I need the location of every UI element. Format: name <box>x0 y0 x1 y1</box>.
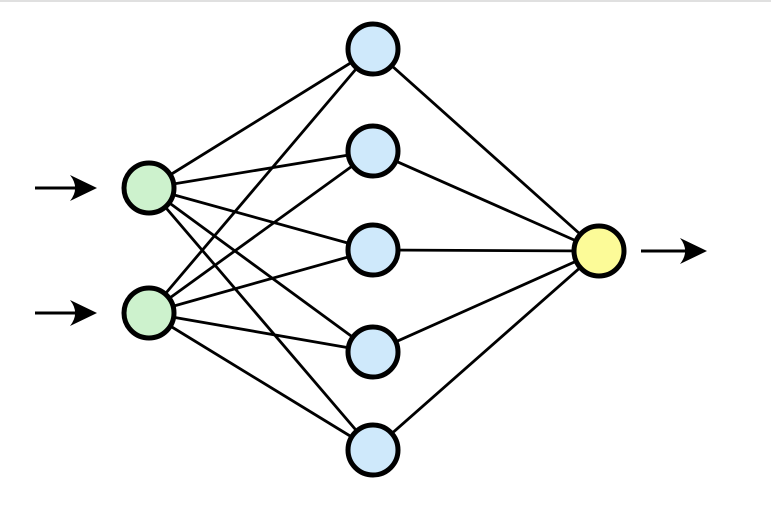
edge-in1-h3 <box>148 186 374 252</box>
output-arrow-head-icon <box>680 238 707 264</box>
hidden-layer-node-h4 <box>345 324 401 380</box>
edge-in1-h4 <box>148 186 374 354</box>
edge-in2-h3 <box>148 248 374 315</box>
edge-in1-h2 <box>148 149 374 190</box>
output-arrow <box>641 238 707 264</box>
input-arrow-2-head-icon <box>70 300 97 326</box>
hidden-layer-node-h2 <box>345 123 401 179</box>
edge-in2-h1 <box>147 48 375 314</box>
edge-in2-h5 <box>148 311 374 452</box>
hidden-layer-node-h3 <box>345 222 401 278</box>
window-top-border <box>0 0 771 2</box>
input-arrow-1 <box>35 175 97 201</box>
edge-in1-h1 <box>148 47 374 190</box>
output-layer-node-out1 <box>571 223 627 279</box>
edge-h4-out1 <box>372 249 600 354</box>
edge-in2-h4 <box>148 311 374 354</box>
hidden-layer-node-h1 <box>345 21 401 77</box>
edge-h1-out1 <box>372 47 600 253</box>
edge-in2-h2 <box>148 149 374 315</box>
edge-h5-out1 <box>372 249 600 452</box>
input-arrow-1-head-icon <box>70 175 97 201</box>
input-layer-node-in2 <box>121 285 177 341</box>
input-layer-node-in1 <box>121 160 177 216</box>
input-arrow-2 <box>35 300 97 326</box>
edge-h2-out1 <box>372 149 600 253</box>
hidden-layer-node-h5 <box>345 422 401 478</box>
edge-h3-out1 <box>372 248 600 253</box>
edge-in1-h5 <box>147 187 375 451</box>
